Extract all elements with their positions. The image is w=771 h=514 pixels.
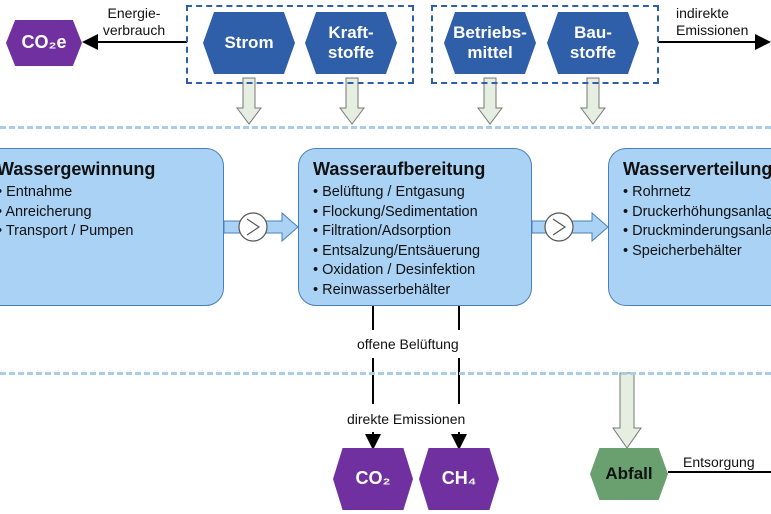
list-item: Transport / Pumpen xyxy=(0,222,209,242)
input-group-materials xyxy=(431,5,659,84)
input-kraftstoffe-line2: stoffe xyxy=(327,43,375,62)
entsorgung-label: Entsorgung xyxy=(683,454,755,470)
ch4-label: CH₄ xyxy=(441,468,477,489)
list-item: Entnahme xyxy=(0,183,209,203)
co2e-label: CO₂e xyxy=(21,32,67,53)
separator-bottom xyxy=(0,372,771,375)
input-baustoffe-line2: stoffe xyxy=(569,43,617,62)
input-arrow-betriebsmittel xyxy=(477,77,503,125)
indirekte-emissionen-line2: Emissionen xyxy=(676,22,749,38)
energieverbrauch-label: Energie- verbrauch xyxy=(84,5,184,39)
input-arrow-strom xyxy=(236,77,262,125)
indirekte-emissionen-label: indirekte Emissionen xyxy=(676,5,748,39)
process-list: Belüftung / Entgasung Flockung/Sedimenta… xyxy=(313,183,517,301)
input-arrow-kraftstoffe xyxy=(339,77,365,125)
process-list: Rohrnetz Druckerhöhungsanlagen Druckmind… xyxy=(623,183,771,261)
co2-label: CO₂ xyxy=(355,468,391,489)
list-item: Entsalzung/Entsäuerung xyxy=(313,242,517,262)
separator-top xyxy=(0,126,771,129)
process-list: Entnahme Anreicherung Transport / Pumpen xyxy=(0,183,209,242)
co2e-node: CO₂e xyxy=(6,20,82,66)
process-wassergewinnung: Wassergewinnung Entnahme Anreicherung Tr… xyxy=(0,148,224,306)
input-strom-label: Strom xyxy=(224,32,274,52)
input-strom: Strom xyxy=(203,12,295,74)
direkte-emissionen-label: direkte Emissionen xyxy=(347,411,466,427)
list-item: Rohrnetz xyxy=(623,183,771,203)
co2-node: CO₂ xyxy=(333,448,413,510)
list-item: Druckerhöhungsanlagen xyxy=(623,203,771,223)
input-kraftstoffe: Kraft- stoffe xyxy=(305,12,397,74)
process-wasserverteilung: Wasserverteilung Rohrnetz Druckerhöhungs… xyxy=(608,148,771,306)
input-group-energy xyxy=(186,5,414,84)
energieverbrauch-line2: verbrauch xyxy=(102,22,166,38)
input-betriebsmittel-line2: mittel xyxy=(467,43,513,62)
list-item: Anreicherung xyxy=(0,203,209,223)
input-baustoffe: Bau- stoffe xyxy=(547,12,639,74)
input-betriebsmittel-line1: Betriebs- xyxy=(453,22,527,42)
abfall-arrow xyxy=(612,372,642,449)
process-title: Wasserverteilung xyxy=(623,159,771,179)
list-item: Speicherbehälter xyxy=(623,242,771,262)
indirekte-emissionen-line1: indirekte xyxy=(676,5,729,21)
list-item: Flockung/Sedimentation xyxy=(313,203,517,223)
list-item: Belüftung / Entgasung xyxy=(313,183,517,203)
energieverbrauch-line1: Energie- xyxy=(107,5,161,21)
list-item: Druckminderungsanlagen xyxy=(623,222,771,242)
list-item: Filtration/Adsorption xyxy=(313,222,517,242)
process-wasseraufbereitung: Wasseraufbereitung Belüftung / Entgasung… xyxy=(298,148,532,306)
input-arrow-baustoffe xyxy=(580,77,606,125)
abfall-label: Abfall xyxy=(605,463,653,483)
list-item: Oxidation / Desinfektion xyxy=(313,261,517,281)
pump-arrow-2 xyxy=(531,211,609,243)
offene-belueftung-label: offene Belüftung xyxy=(357,336,459,352)
input-betriebsmittel: Betriebs- mittel xyxy=(444,12,536,74)
input-kraftstoffe-line1: Kraft- xyxy=(328,22,374,42)
list-item: Reinwasserbehälter xyxy=(313,281,517,301)
process-title: Wasseraufbereitung xyxy=(313,159,486,179)
pump-arrow-1 xyxy=(223,211,299,243)
process-title: Wassergewinnung xyxy=(0,159,156,179)
ch4-node: CH₄ xyxy=(419,448,499,510)
abfall-node: Abfall xyxy=(590,448,668,500)
input-baustoffe-line1: Bau- xyxy=(574,22,612,42)
